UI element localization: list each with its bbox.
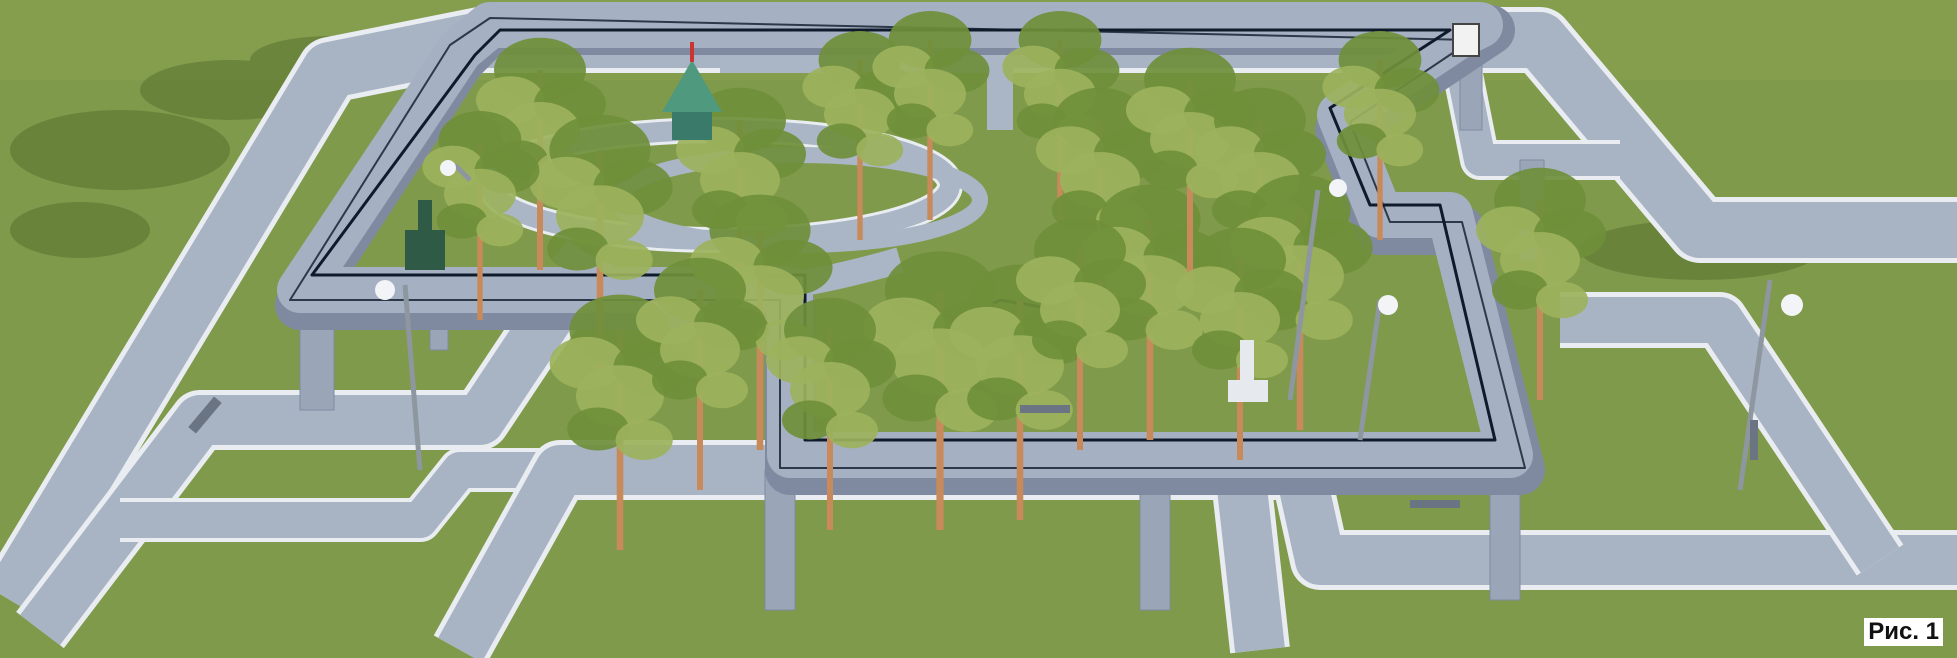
monument-statue: [405, 200, 445, 270]
pine-tree: [766, 297, 896, 530]
pine-tree: [422, 111, 540, 320]
pine-tree: [872, 11, 990, 220]
pine-tree: [863, 251, 1020, 530]
street-lamps: [375, 160, 1803, 491]
pine-tree: [1016, 217, 1146, 450]
info-sign: [1452, 23, 1480, 57]
pine-tree: [1322, 31, 1440, 240]
benches: [188, 396, 1758, 508]
pine-tree: [689, 194, 833, 450]
figure-caption: Рис. 1: [1864, 618, 1943, 646]
gazebo: [662, 42, 722, 140]
bridge-railing-outer: [289, 17, 1526, 469]
pine-tree: [1476, 167, 1606, 400]
white-sculpture: [1228, 340, 1268, 402]
pine-tree: [1176, 227, 1306, 460]
pine-tree: [529, 114, 673, 370]
pine-tree: [636, 257, 766, 490]
